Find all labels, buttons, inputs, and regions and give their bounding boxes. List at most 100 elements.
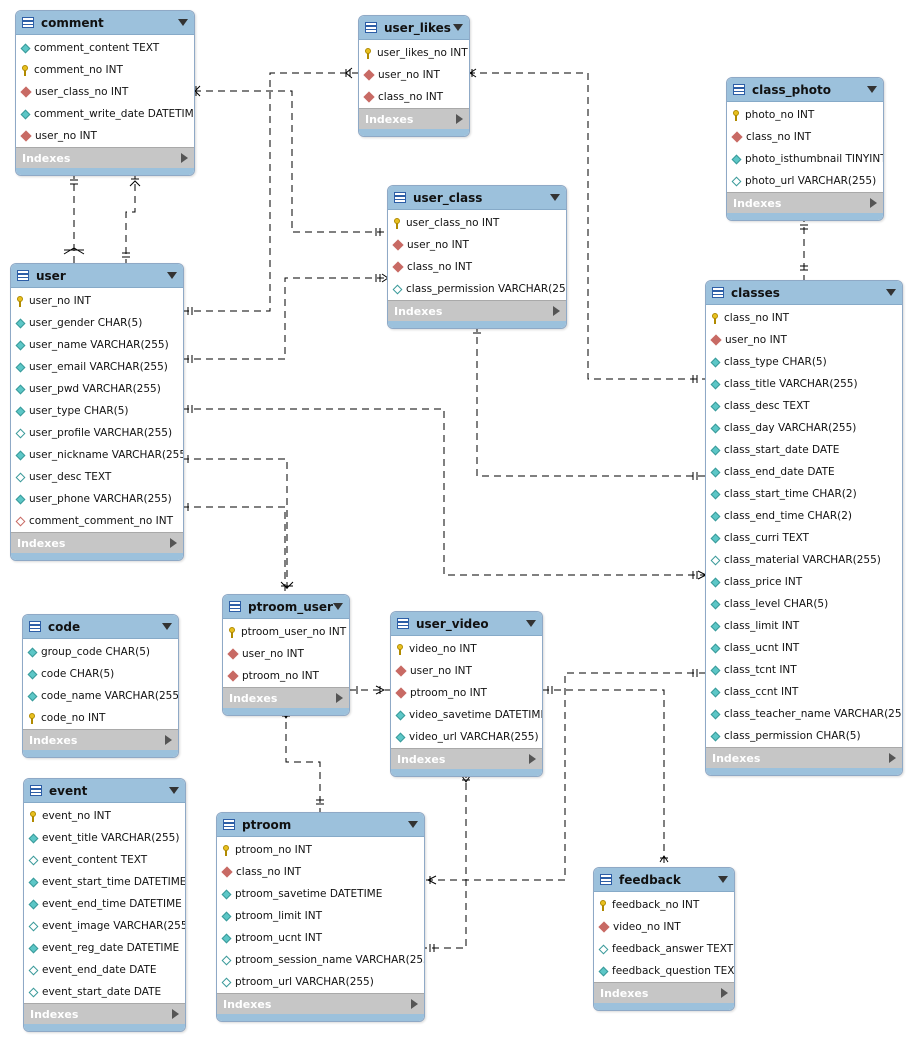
indexes-section[interactable]: Indexes bbox=[23, 729, 178, 750]
column-row[interactable]: class_start_date DATE bbox=[706, 439, 902, 461]
expand-arrow-icon[interactable] bbox=[456, 114, 463, 124]
indexes-section[interactable]: Indexes bbox=[391, 748, 542, 769]
expand-arrow-icon[interactable] bbox=[170, 538, 177, 548]
column-row[interactable]: event_start_date DATE bbox=[24, 981, 185, 1003]
column-row[interactable]: class_tcnt INT bbox=[706, 659, 902, 681]
table-header[interactable]: user_video bbox=[391, 612, 542, 636]
expand-arrow-icon[interactable] bbox=[529, 754, 536, 764]
column-row[interactable]: user_no INT bbox=[388, 234, 566, 256]
column-row[interactable]: event_end_date DATE bbox=[24, 959, 185, 981]
indexes-section[interactable]: Indexes bbox=[594, 982, 734, 1003]
collapse-arrow-icon[interactable] bbox=[867, 86, 877, 93]
column-row[interactable]: user_no INT bbox=[16, 125, 194, 147]
table-code[interactable]: code group_code CHAR(5)code CHAR(5)code_… bbox=[22, 614, 179, 758]
column-row[interactable]: class_end_time CHAR(2) bbox=[706, 505, 902, 527]
column-row[interactable]: video_savetime DATETIME bbox=[391, 704, 542, 726]
column-row[interactable]: event_content TEXT bbox=[24, 849, 185, 871]
collapse-arrow-icon[interactable] bbox=[169, 787, 179, 794]
column-row[interactable]: user_desc TEXT bbox=[11, 466, 183, 488]
column-row[interactable]: user_nickname VARCHAR(255) bbox=[11, 444, 183, 466]
column-row[interactable]: ptroom_no INT bbox=[217, 839, 424, 861]
column-row[interactable]: event_reg_date DATETIME bbox=[24, 937, 185, 959]
indexes-section[interactable]: Indexes bbox=[16, 147, 194, 168]
column-row[interactable]: code_no INT bbox=[23, 707, 178, 729]
collapse-arrow-icon[interactable] bbox=[167, 272, 177, 279]
column-row[interactable]: event_title VARCHAR(255) bbox=[24, 827, 185, 849]
collapse-arrow-icon[interactable] bbox=[333, 603, 343, 610]
table-header[interactable]: classes bbox=[706, 281, 902, 305]
collapse-arrow-icon[interactable] bbox=[453, 24, 463, 31]
column-row[interactable]: class_title VARCHAR(255) bbox=[706, 373, 902, 395]
column-row[interactable]: photo_isthumbnail TINYINT bbox=[727, 148, 883, 170]
collapse-arrow-icon[interactable] bbox=[162, 623, 172, 630]
indexes-section[interactable]: Indexes bbox=[359, 108, 469, 129]
column-row[interactable]: user_no INT bbox=[706, 329, 902, 351]
column-row[interactable]: ptroom_session_name VARCHAR(255) bbox=[217, 949, 424, 971]
column-row[interactable]: class_no INT bbox=[359, 86, 469, 108]
column-row[interactable]: class_type CHAR(5) bbox=[706, 351, 902, 373]
indexes-section[interactable]: Indexes bbox=[217, 993, 424, 1014]
table-header[interactable]: user_likes bbox=[359, 16, 469, 40]
indexes-section[interactable]: Indexes bbox=[706, 747, 902, 768]
column-row[interactable]: ptroom_limit INT bbox=[217, 905, 424, 927]
column-row[interactable]: feedback_question TEXT bbox=[594, 960, 734, 982]
column-row[interactable]: class_level CHAR(5) bbox=[706, 593, 902, 615]
column-row[interactable]: class_permission CHAR(5) bbox=[706, 725, 902, 747]
expand-arrow-icon[interactable] bbox=[721, 988, 728, 998]
column-row[interactable]: event_no INT bbox=[24, 805, 185, 827]
column-row[interactable]: user_type CHAR(5) bbox=[11, 400, 183, 422]
column-row[interactable]: user_email VARCHAR(255) bbox=[11, 356, 183, 378]
column-row[interactable]: class_end_date DATE bbox=[706, 461, 902, 483]
column-row[interactable]: ptroom_ucnt INT bbox=[217, 927, 424, 949]
column-row[interactable]: comment_comment_no INT bbox=[11, 510, 183, 532]
collapse-arrow-icon[interactable] bbox=[550, 194, 560, 201]
expand-arrow-icon[interactable] bbox=[165, 735, 172, 745]
column-row[interactable]: user_class_no INT bbox=[388, 212, 566, 234]
column-row[interactable]: class_curri TEXT bbox=[706, 527, 902, 549]
column-row[interactable]: class_start_time CHAR(2) bbox=[706, 483, 902, 505]
column-row[interactable]: user_no INT bbox=[223, 643, 349, 665]
column-row[interactable]: photo_url VARCHAR(255) bbox=[727, 170, 883, 192]
column-row[interactable]: ptroom_savetime DATETIME bbox=[217, 883, 424, 905]
expand-arrow-icon[interactable] bbox=[411, 999, 418, 1009]
column-row[interactable]: class_no INT bbox=[388, 256, 566, 278]
expand-arrow-icon[interactable] bbox=[553, 306, 560, 316]
expand-arrow-icon[interactable] bbox=[172, 1009, 179, 1019]
column-row[interactable]: event_end_time DATETIME bbox=[24, 893, 185, 915]
column-row[interactable]: user_name VARCHAR(255) bbox=[11, 334, 183, 356]
collapse-arrow-icon[interactable] bbox=[178, 19, 188, 26]
column-row[interactable]: ptroom_user_no INT bbox=[223, 621, 349, 643]
column-row[interactable]: code CHAR(5) bbox=[23, 663, 178, 685]
column-row[interactable]: user_no INT bbox=[391, 660, 542, 682]
column-row[interactable]: class_teacher_name VARCHAR(255) bbox=[706, 703, 902, 725]
collapse-arrow-icon[interactable] bbox=[408, 821, 418, 828]
table-header[interactable]: event bbox=[24, 779, 185, 803]
column-row[interactable]: ptroom_no INT bbox=[391, 682, 542, 704]
column-row[interactable]: user_gender CHAR(5) bbox=[11, 312, 183, 334]
column-row[interactable]: user_class_no INT bbox=[16, 81, 194, 103]
column-row[interactable]: ptroom_url VARCHAR(255) bbox=[217, 971, 424, 993]
column-row[interactable]: ptroom_no INT bbox=[223, 665, 349, 687]
table-header[interactable]: comment bbox=[16, 11, 194, 35]
table-header[interactable]: ptroom bbox=[217, 813, 424, 837]
expand-arrow-icon[interactable] bbox=[870, 198, 877, 208]
column-row[interactable]: user_pwd VARCHAR(255) bbox=[11, 378, 183, 400]
column-row[interactable]: comment_content TEXT bbox=[16, 37, 194, 59]
column-row[interactable]: user_phone VARCHAR(255) bbox=[11, 488, 183, 510]
column-row[interactable]: video_url VARCHAR(255) bbox=[391, 726, 542, 748]
table-header[interactable]: user_class bbox=[388, 186, 566, 210]
column-row[interactable]: class_ucnt INT bbox=[706, 637, 902, 659]
collapse-arrow-icon[interactable] bbox=[526, 620, 536, 627]
table-header[interactable]: code bbox=[23, 615, 178, 639]
column-row[interactable]: video_no INT bbox=[594, 916, 734, 938]
column-row[interactable]: code_name VARCHAR(255) bbox=[23, 685, 178, 707]
column-row[interactable]: class_desc TEXT bbox=[706, 395, 902, 417]
